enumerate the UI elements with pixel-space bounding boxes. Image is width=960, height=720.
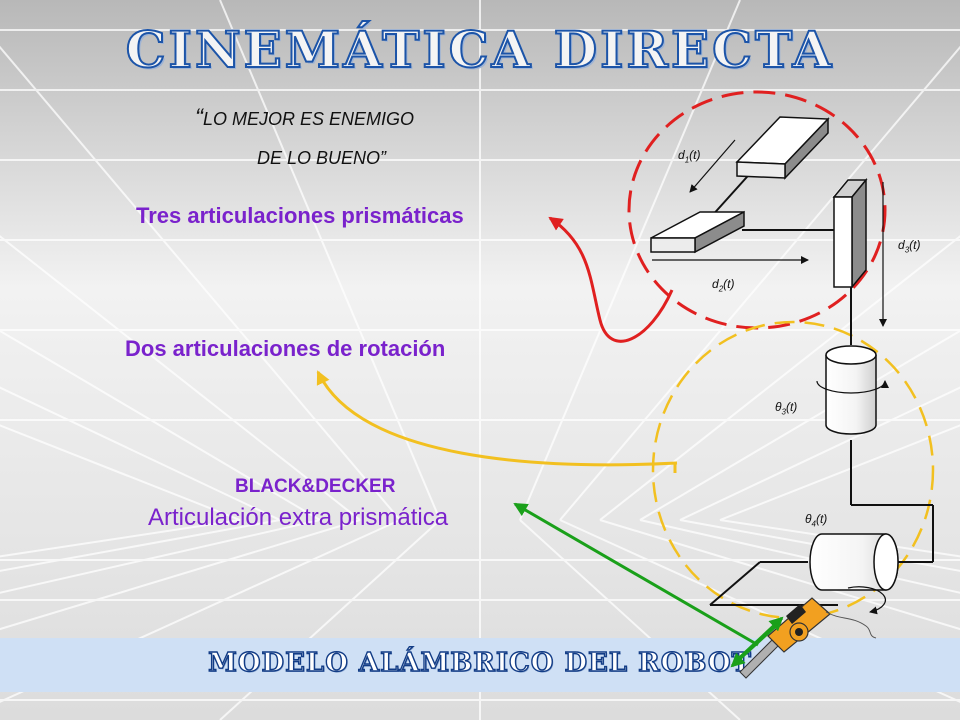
prismatic-block-3	[832, 177, 868, 290]
page-title: CINEMÁTICA DIRECTA	[125, 19, 835, 80]
joint-label-theta3: θ3(t)	[775, 400, 798, 417]
banner-title: MODELO ALÁMBRICO DEL ROBOT	[207, 647, 752, 678]
bottom-banner	[0, 638, 960, 692]
rotation-cylinder-horizontal	[809, 533, 899, 615]
extra-prismatic-label: Articulación extra prismática	[148, 504, 449, 531]
quote-line-2: DE LO BUENO”	[257, 148, 387, 168]
prismatic-callout-arrow	[548, 216, 674, 343]
rotation-joints-label: Dos articulaciones de rotación	[125, 336, 446, 361]
prismatic-joints-label: Tres articulaciones prismáticas	[136, 203, 464, 228]
rotation-callout-arrow	[316, 370, 678, 467]
drill-icon	[739, 597, 877, 679]
quote-open-mark: “	[195, 104, 203, 131]
brand-label: BLACK&DECKER	[235, 476, 396, 497]
extra-callout-arrow	[513, 502, 759, 647]
quote-line-1: “LO MEJOR ES ENEMIGO	[195, 104, 414, 132]
rotation-cylinder-vertical	[816, 345, 889, 435]
prismatic-block-1	[735, 116, 830, 180]
joint-label-d2: d2(t)	[712, 277, 735, 294]
joint-label-d1: d1(t)	[678, 148, 701, 165]
quote-text-1: LO MEJOR ES ENEMIGO	[203, 109, 415, 129]
joint-label-theta4: θ4(t)	[805, 512, 828, 529]
motion-arrows	[652, 139, 887, 327]
prismatic-block-2	[650, 210, 745, 254]
extra-callout-arrow-tool-down	[730, 622, 780, 668]
joint-label-d3: d3(t)	[898, 238, 921, 255]
